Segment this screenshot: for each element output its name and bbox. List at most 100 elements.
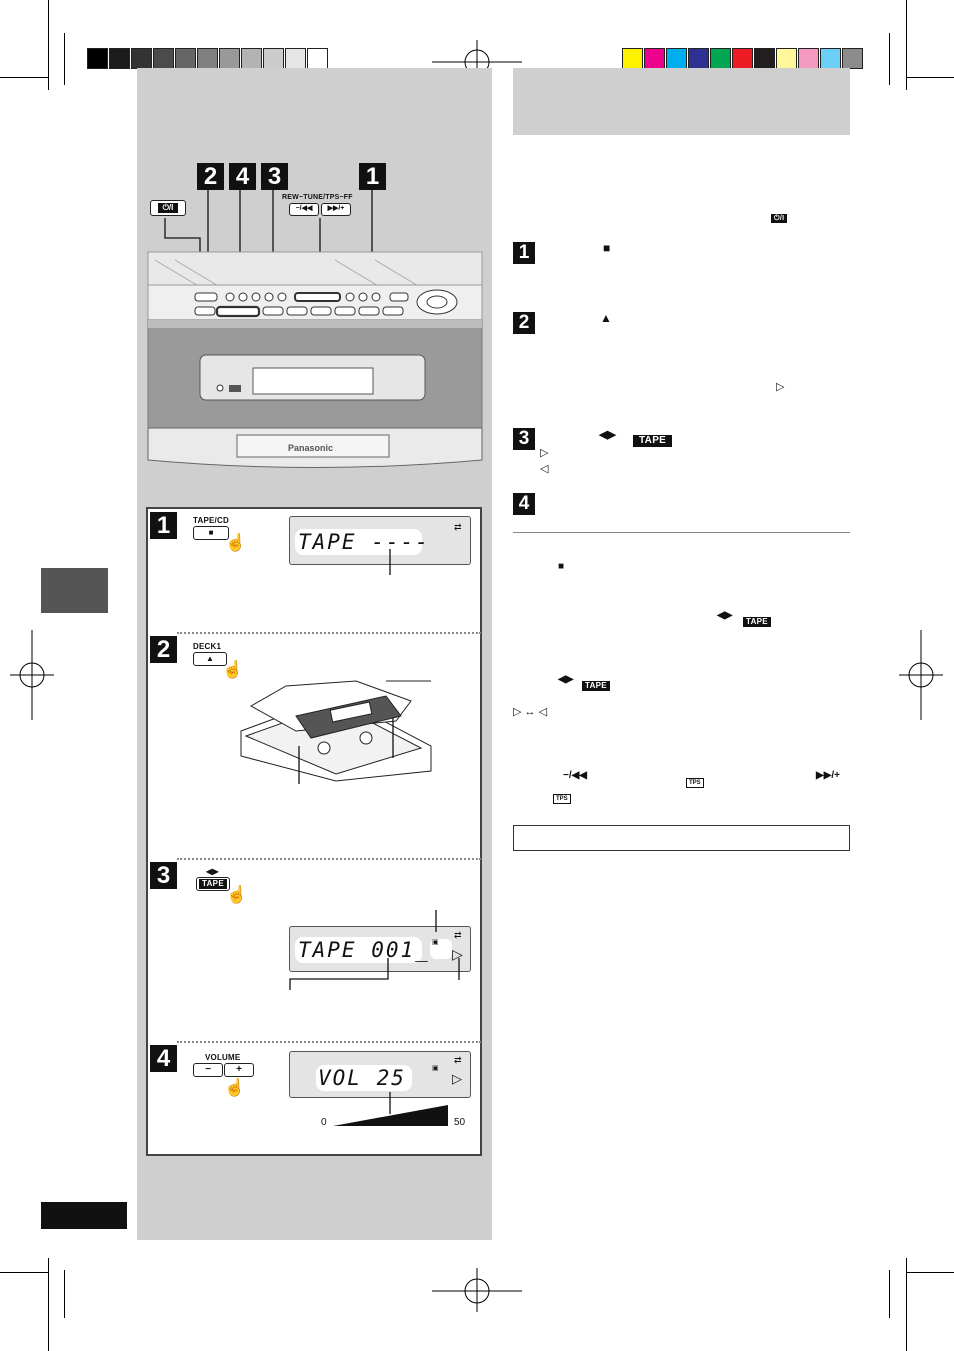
side-tab [41, 568, 108, 613]
color-swatch [710, 48, 731, 69]
color-swatch [732, 48, 753, 69]
step-1-lcd: TAPE ---- ⇄ [289, 516, 471, 565]
rew-tune-ff-label: REW−TUNE/TPS−FF [282, 194, 353, 201]
stop-icon: ■ [603, 241, 611, 255]
direction-toggle: ▷ ↔ ◁ [513, 706, 548, 718]
repeat-icon: ⇄ [454, 930, 462, 940]
tape-icon: ▣ [432, 1065, 439, 1072]
step-1-leader [389, 549, 391, 575]
stereo-illustration [147, 190, 483, 468]
play-icon: ▷ [776, 381, 785, 393]
play-direction-icon: ▷ [452, 1071, 462, 1086]
hand-pointer-icon: ☝ [224, 1078, 246, 1097]
deck1-label: DECK1 [193, 642, 222, 651]
crop-mark [906, 0, 907, 90]
color-swatch [644, 48, 665, 69]
color-swatch [622, 48, 643, 69]
cassette-insert-illustration [240, 680, 432, 784]
stop-icon: ■ [558, 561, 565, 572]
forward-direction-icon: ▷ [540, 447, 549, 459]
crop-mark [0, 1272, 48, 1273]
brand-label: Panasonic [288, 443, 334, 453]
tape-cd-label: TAPE/CD [193, 516, 229, 525]
crop-mark [64, 1270, 65, 1318]
crop-mark [906, 77, 954, 78]
eject-icon: ▲ [600, 311, 612, 325]
instruction-2-number: 2 [513, 312, 535, 334]
tps-tag: TPS [553, 787, 571, 805]
callout-number: 4 [229, 163, 256, 190]
repeat-icon: ⇄ [454, 522, 462, 532]
crop-mark [0, 77, 48, 78]
repeat-icon: ⇄ [454, 1055, 462, 1065]
reverse-direction-icon: ◁ [540, 463, 549, 475]
callout-number: 1 [359, 163, 386, 190]
step-4-leader [389, 1092, 391, 1114]
crop-mark [889, 1270, 890, 1318]
volume-label: VOLUME [205, 1053, 241, 1062]
step-3-lcd: TAPE 001_ ⇄ ▣ ▷ [289, 926, 471, 972]
crop-mark [64, 33, 65, 85]
step-3-leaders [289, 910, 460, 990]
volume-down-button[interactable]: − [193, 1063, 223, 1077]
color-swatch [820, 48, 841, 69]
step-divider [177, 632, 481, 634]
steps-illustration-box [146, 507, 482, 1156]
power-icon-inline: ⏻/I [771, 211, 788, 223]
section-header-box [513, 68, 850, 135]
rew-button[interactable]: −/◀◀ [289, 203, 319, 216]
note-box [513, 825, 850, 851]
color-swatch [666, 48, 687, 69]
page-number-tab [41, 1202, 127, 1229]
volume-up-button[interactable]: + [224, 1063, 254, 1077]
step-divider [177, 858, 481, 860]
tape-tag: TAPE [743, 611, 771, 629]
crop-mark [906, 1258, 907, 1351]
step-1-number: 1 [150, 512, 177, 539]
step-3-number: 3 [150, 862, 177, 889]
direction-arrows: ◀▶ [558, 674, 574, 685]
hand-pointer-icon: ☝ [225, 533, 247, 552]
section-divider [513, 532, 850, 533]
tape-tag: TAPE [633, 430, 673, 448]
step-4-lcd-text: VOL 25 [318, 1066, 406, 1090]
color-swatch [798, 48, 819, 69]
color-swatch [842, 48, 863, 69]
crop-mark [48, 1258, 49, 1351]
volume-scale-wedge [333, 1105, 448, 1126]
volume-scale-min: 0 [321, 1117, 327, 1128]
instruction-4-number: 4 [513, 493, 535, 515]
callout-number: 3 [261, 163, 288, 190]
crop-mark [48, 0, 49, 90]
callout-number: 2 [197, 163, 224, 190]
tape-direction-button[interactable]: TAPE [196, 877, 230, 891]
step-1-lcd-text: TAPE ---- [298, 530, 430, 554]
rew-label: −/◀◀ [563, 770, 587, 781]
color-swatch [754, 48, 775, 69]
step-4-lcd: VOL 25 ⇄ ▣ ▷ [289, 1051, 471, 1098]
color-swatch [776, 48, 797, 69]
hand-pointer-icon: ☝ [222, 660, 244, 679]
deck1-eject-button[interactable]: ▲ [193, 652, 227, 666]
step-divider [177, 1041, 481, 1043]
step-4-number: 4 [150, 1045, 177, 1072]
step-2-number: 2 [150, 636, 177, 663]
ff-button[interactable]: ▶▶/+ [321, 203, 351, 216]
tape-icon: ▣ [432, 939, 439, 946]
crop-mark [906, 1272, 954, 1273]
direction-arrows: ◀▶ [599, 429, 616, 441]
ff-label: ▶▶/+ [816, 770, 840, 781]
step-3-lcd-text: TAPE 001_ [298, 938, 430, 962]
play-direction-icon: ▷ [452, 946, 463, 962]
power-button[interactable]: ⏻/I [150, 200, 186, 216]
color-swatch [688, 48, 709, 69]
tape-tag: TAPE [582, 675, 610, 693]
instruction-3-number: 3 [513, 428, 535, 450]
instruction-1-number: 1 [513, 242, 535, 264]
direction-arrows: ◀▶ [717, 610, 733, 621]
tape-cd-stop-button[interactable]: ■ [193, 526, 229, 540]
tps-tag: TPS [686, 771, 704, 789]
hand-pointer-icon: ☝ [226, 885, 248, 904]
direction-arrows-label: ◀▶ [206, 867, 219, 876]
volume-scale-max: 50 [454, 1117, 466, 1128]
